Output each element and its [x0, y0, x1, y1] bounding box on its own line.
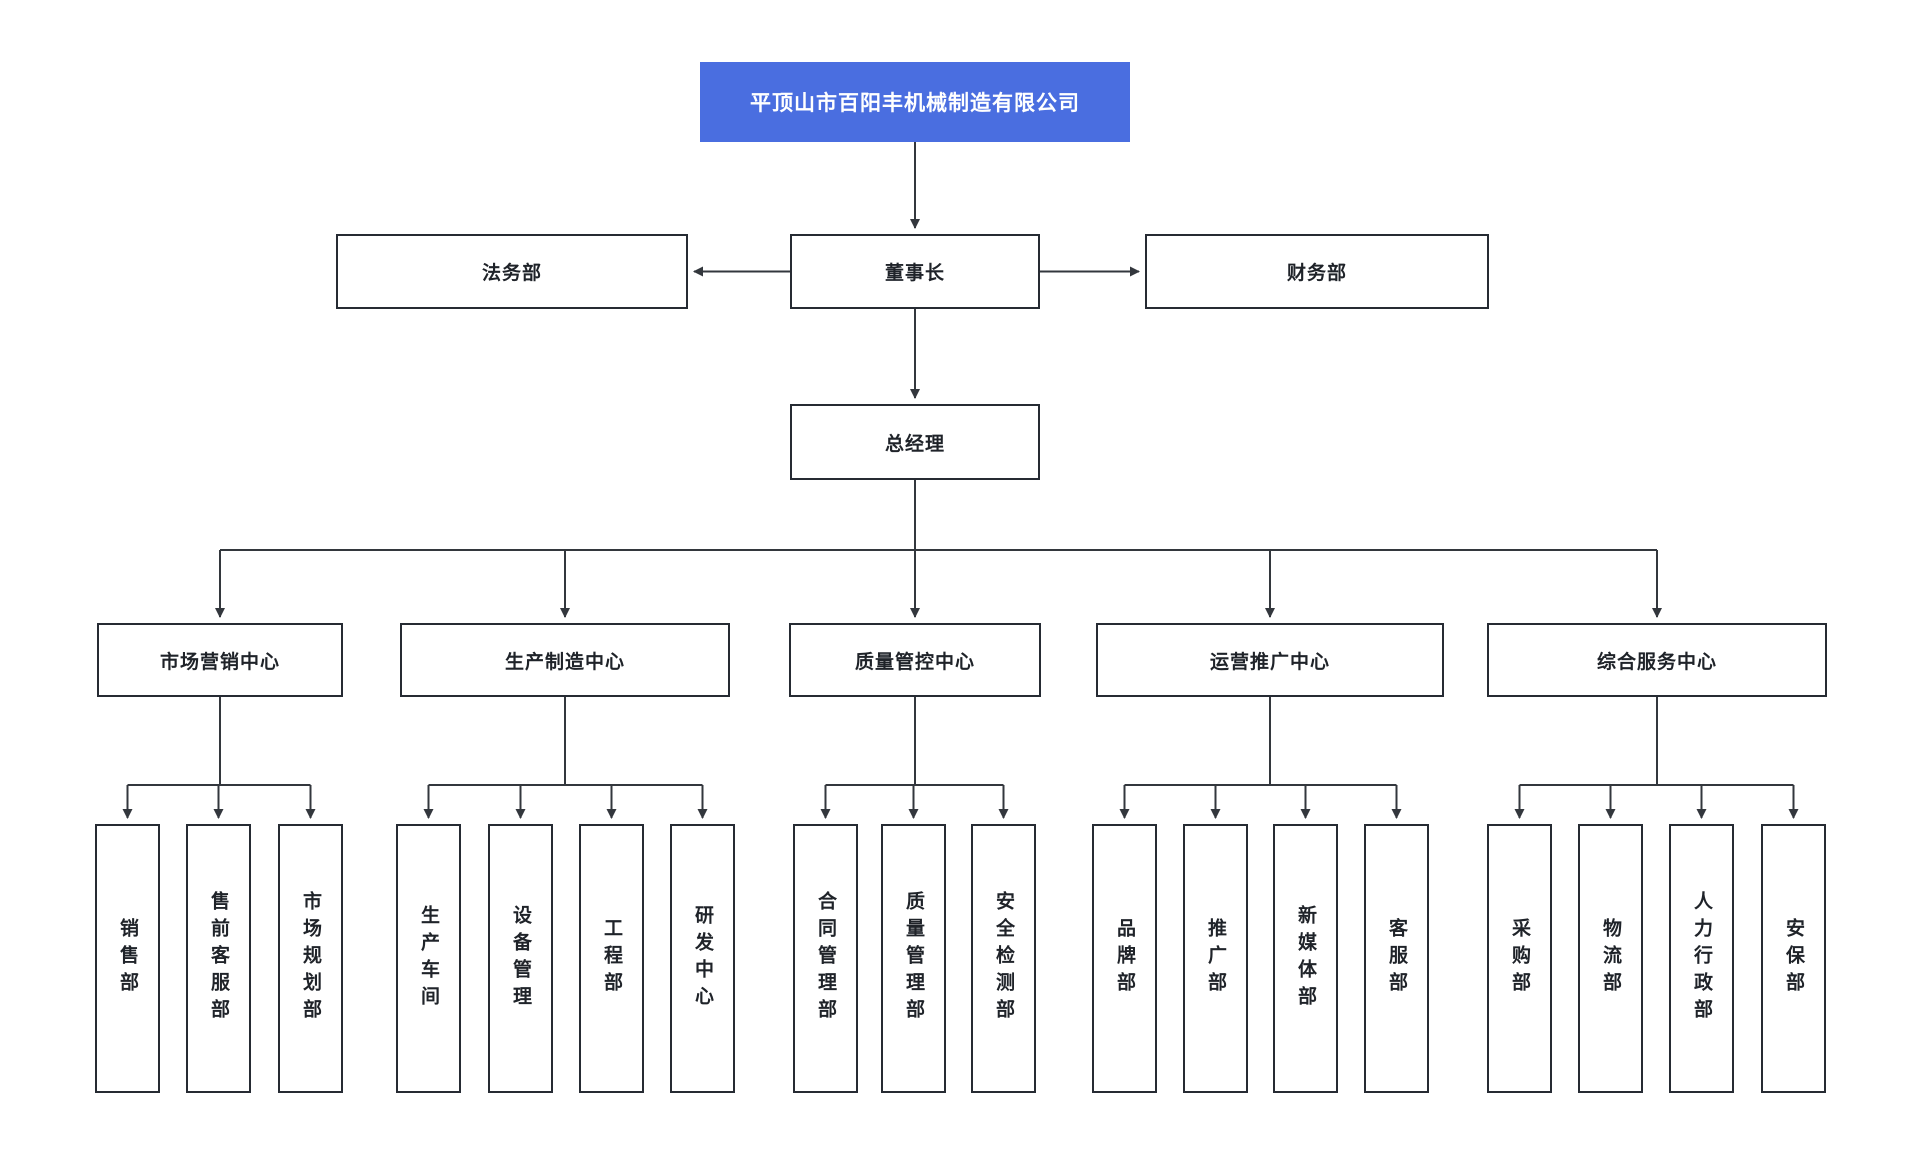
node-center-services[interactable]: 综合服务中心 [1487, 623, 1827, 697]
dept-presales-service-label: 售前客服部 [208, 891, 230, 1026]
node-dept-logistics[interactable]: 物流部 [1578, 824, 1643, 1093]
node-dept-engineering[interactable]: 工程部 [579, 824, 644, 1093]
general-manager-label: 总经理 [884, 432, 945, 455]
node-center-operations[interactable]: 运营推广中心 [1096, 623, 1444, 697]
dept-rnd-center-label: 研发中心 [692, 904, 714, 1013]
dept-customer-service-label: 客服部 [1386, 918, 1408, 999]
node-dept-equipment-management[interactable]: 设备管理 [488, 824, 553, 1093]
dept-security-label: 安保部 [1783, 918, 1805, 999]
node-general-manager[interactable]: 总经理 [790, 404, 1040, 480]
center-operations-label: 运营推广中心 [1209, 650, 1330, 673]
dept-hr-admin-label: 人力行政部 [1691, 891, 1713, 1026]
node-dept-hr-admin[interactable]: 人力行政部 [1669, 824, 1734, 1093]
dept-contract-management-label: 合同管理部 [815, 891, 837, 1026]
node-center-quality[interactable]: 质量管控中心 [789, 623, 1041, 697]
node-dept-rnd-center[interactable]: 研发中心 [670, 824, 735, 1093]
node-dept-brand[interactable]: 品牌部 [1092, 824, 1157, 1093]
dept-market-planning-label: 市场规划部 [300, 891, 322, 1026]
node-dept-presales-service[interactable]: 售前客服部 [186, 824, 251, 1093]
dept-logistics-label: 物流部 [1600, 918, 1622, 999]
node-dept-promotion[interactable]: 推广部 [1183, 824, 1248, 1093]
finance-dept-label: 财务部 [1286, 262, 1347, 284]
node-dept-sales[interactable]: 销售部 [95, 824, 160, 1093]
node-chairman[interactable]: 董事长 [790, 234, 1040, 309]
node-dept-market-planning[interactable]: 市场规划部 [278, 824, 343, 1093]
center-services-label: 综合服务中心 [1596, 650, 1717, 673]
dept-brand-label: 品牌部 [1114, 918, 1136, 999]
node-dept-procurement[interactable]: 采购部 [1487, 824, 1552, 1093]
node-company-root[interactable]: 平顶山市百阳丰机械制造有限公司 [700, 62, 1130, 142]
center-production-label: 生产制造中心 [504, 650, 625, 673]
center-quality-label: 质量管控中心 [854, 650, 975, 673]
dept-sales-label: 销售部 [117, 918, 139, 999]
dept-new-media-label: 新媒体部 [1295, 904, 1317, 1013]
node-dept-safety-inspection[interactable]: 安全检测部 [971, 824, 1036, 1093]
center-marketing-label: 市场营销中心 [159, 650, 280, 673]
chairman-label: 董事长 [884, 262, 945, 284]
node-dept-quality-management[interactable]: 质量管理部 [881, 824, 946, 1093]
dept-safety-inspection-label: 安全检测部 [993, 891, 1015, 1026]
node-dept-contract-management[interactable]: 合同管理部 [793, 824, 858, 1093]
node-dept-new-media[interactable]: 新媒体部 [1273, 824, 1338, 1093]
node-dept-production-workshop[interactable]: 生产车间 [396, 824, 461, 1093]
legal-dept-label: 法务部 [481, 262, 542, 284]
dept-quality-management-label: 质量管理部 [903, 891, 925, 1026]
node-dept-customer-service[interactable]: 客服部 [1364, 824, 1429, 1093]
dept-equipment-management-label: 设备管理 [510, 904, 532, 1013]
node-center-marketing[interactable]: 市场营销中心 [97, 623, 343, 697]
company-root-label: 平顶山市百阳丰机械制造有限公司 [750, 91, 1080, 115]
dept-engineering-label: 工程部 [601, 918, 623, 999]
dept-procurement-label: 采购部 [1509, 918, 1531, 999]
dept-production-workshop-label: 生产车间 [418, 904, 440, 1013]
node-finance-dept[interactable]: 财务部 [1145, 234, 1489, 309]
node-center-production[interactable]: 生产制造中心 [400, 623, 730, 697]
node-dept-security[interactable]: 安保部 [1761, 824, 1826, 1093]
dept-promotion-label: 推广部 [1205, 918, 1227, 999]
node-legal-dept[interactable]: 法务部 [336, 234, 688, 309]
